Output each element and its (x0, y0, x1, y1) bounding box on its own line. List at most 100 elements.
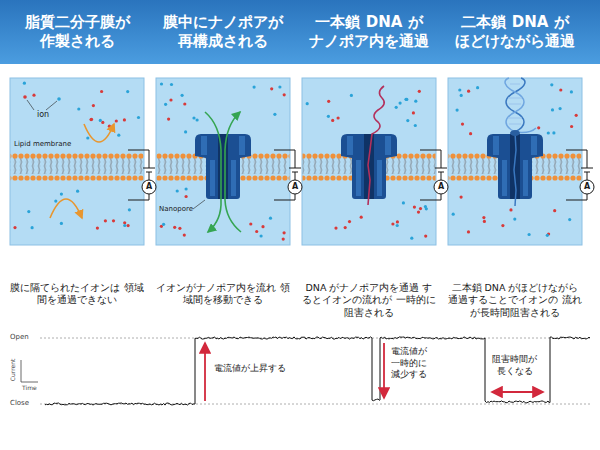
ion-dot (482, 216, 485, 219)
ion-dot (283, 93, 286, 96)
ion-dot (469, 132, 472, 135)
ion-dot (278, 85, 281, 88)
ion-dot (115, 119, 118, 122)
ion-dot (104, 219, 107, 222)
column-title: 二本鎖 DNA が ほどけながら通過 (454, 13, 576, 51)
ion-dot (23, 82, 26, 85)
solution-panel: Nanopore (156, 78, 290, 245)
description: 膜に隔てられたイオンは 領域間を通過できない (10, 282, 144, 307)
ion-dot (412, 111, 415, 114)
annotation: 電流値が 一時的に 減少する (390, 346, 431, 381)
ion-dot (391, 222, 394, 225)
ion-dot (360, 216, 363, 219)
panel (10, 78, 582, 245)
ion-dot (196, 118, 199, 121)
ion-dot (452, 213, 455, 216)
ion-dot (117, 134, 120, 137)
ion-dot (183, 102, 186, 105)
ammeter-symbol: A (584, 182, 590, 192)
ion-dot (269, 217, 272, 220)
ion-dot (253, 86, 256, 89)
ion-dot (192, 116, 195, 119)
solution-panel: ionLipid membrane (10, 78, 144, 245)
ion-dot (32, 94, 35, 97)
ion-dot (424, 205, 427, 208)
ion-dot (476, 86, 479, 89)
ion-dot (414, 100, 417, 103)
ion-dot (185, 187, 188, 190)
ion-dot (559, 88, 562, 91)
ion-dot (160, 82, 163, 85)
membrane-label: Lipid membrane (14, 140, 71, 149)
ion-dot (127, 224, 130, 227)
ion-dot (467, 230, 470, 233)
ion-dot (76, 190, 79, 193)
ion-dot (30, 226, 33, 229)
ion-leader (27, 100, 57, 110)
ion-dot (501, 224, 504, 227)
blocked-arrow (50, 199, 82, 218)
ion-dot (306, 102, 309, 105)
ion-dot (337, 116, 340, 119)
ion-dot (467, 90, 470, 93)
ion-dot (414, 124, 417, 127)
column-title: 一本鎖 DNA が ナノポア内を通過 (308, 13, 430, 51)
ion-dot (184, 130, 187, 133)
annotation: 電流値が上昇する (213, 363, 287, 375)
nanopore-label: Nanopore (159, 205, 193, 214)
ion-dot (509, 208, 512, 211)
ion-dot (162, 223, 165, 226)
ion-dot (77, 107, 80, 110)
ion-dot (552, 131, 555, 134)
ion-dot (553, 209, 556, 212)
ion-dot (419, 207, 422, 210)
ion-dot (350, 94, 353, 97)
ion-dot (99, 119, 102, 122)
ion-dot (331, 119, 334, 122)
ion-dot (178, 227, 181, 230)
description: イオンがナノポア内を流れ 領域間を移動できる (156, 282, 290, 307)
ion-dot (547, 131, 550, 134)
ion-dot (404, 98, 407, 101)
ion-dot (123, 224, 126, 227)
ion-dot (173, 226, 176, 229)
ion-dot (27, 210, 30, 213)
ion-dot (90, 118, 93, 121)
ion-dot (282, 238, 285, 241)
ion-dot (60, 193, 63, 196)
ion-dot (418, 90, 421, 93)
ion-dot (170, 83, 173, 86)
ammeter-symbol: A (438, 182, 444, 192)
ion-dot (513, 218, 516, 221)
level-label: Open (10, 333, 29, 342)
ammeter-symbol: A (146, 182, 152, 192)
circuit (128, 150, 594, 200)
ion-dot (424, 235, 427, 238)
ion-dot (395, 106, 398, 109)
ion-dot (60, 222, 63, 225)
ion-dot (348, 220, 351, 223)
ion-dot (23, 95, 27, 99)
column-title: 脂質二分子膜が 作製される (16, 13, 138, 51)
ion-dot (123, 118, 126, 121)
ion-dot (550, 83, 553, 86)
ion-dot (270, 87, 273, 90)
ion-dot (537, 126, 540, 129)
ion-label: ion (37, 110, 49, 120)
nanopore-leader (193, 200, 205, 209)
ion-dot (92, 104, 95, 107)
ion-dot (126, 90, 129, 93)
header-band: 脂質二分子膜が 作製される膜中にナノポアが 再構成される一本鎖 DNA が ナノ… (0, 0, 600, 64)
ion-dot (181, 94, 184, 97)
ion-dot (112, 219, 115, 222)
blocked-arrow (84, 124, 114, 142)
ion-flow-arrow (225, 112, 241, 232)
ion-dot (90, 118, 93, 121)
duration-arrow (492, 391, 543, 393)
level-line (40, 338, 592, 404)
ion-dot (575, 114, 578, 117)
ion-dot (86, 136, 89, 139)
ion-dot (185, 195, 188, 198)
current-trace (45, 337, 590, 405)
